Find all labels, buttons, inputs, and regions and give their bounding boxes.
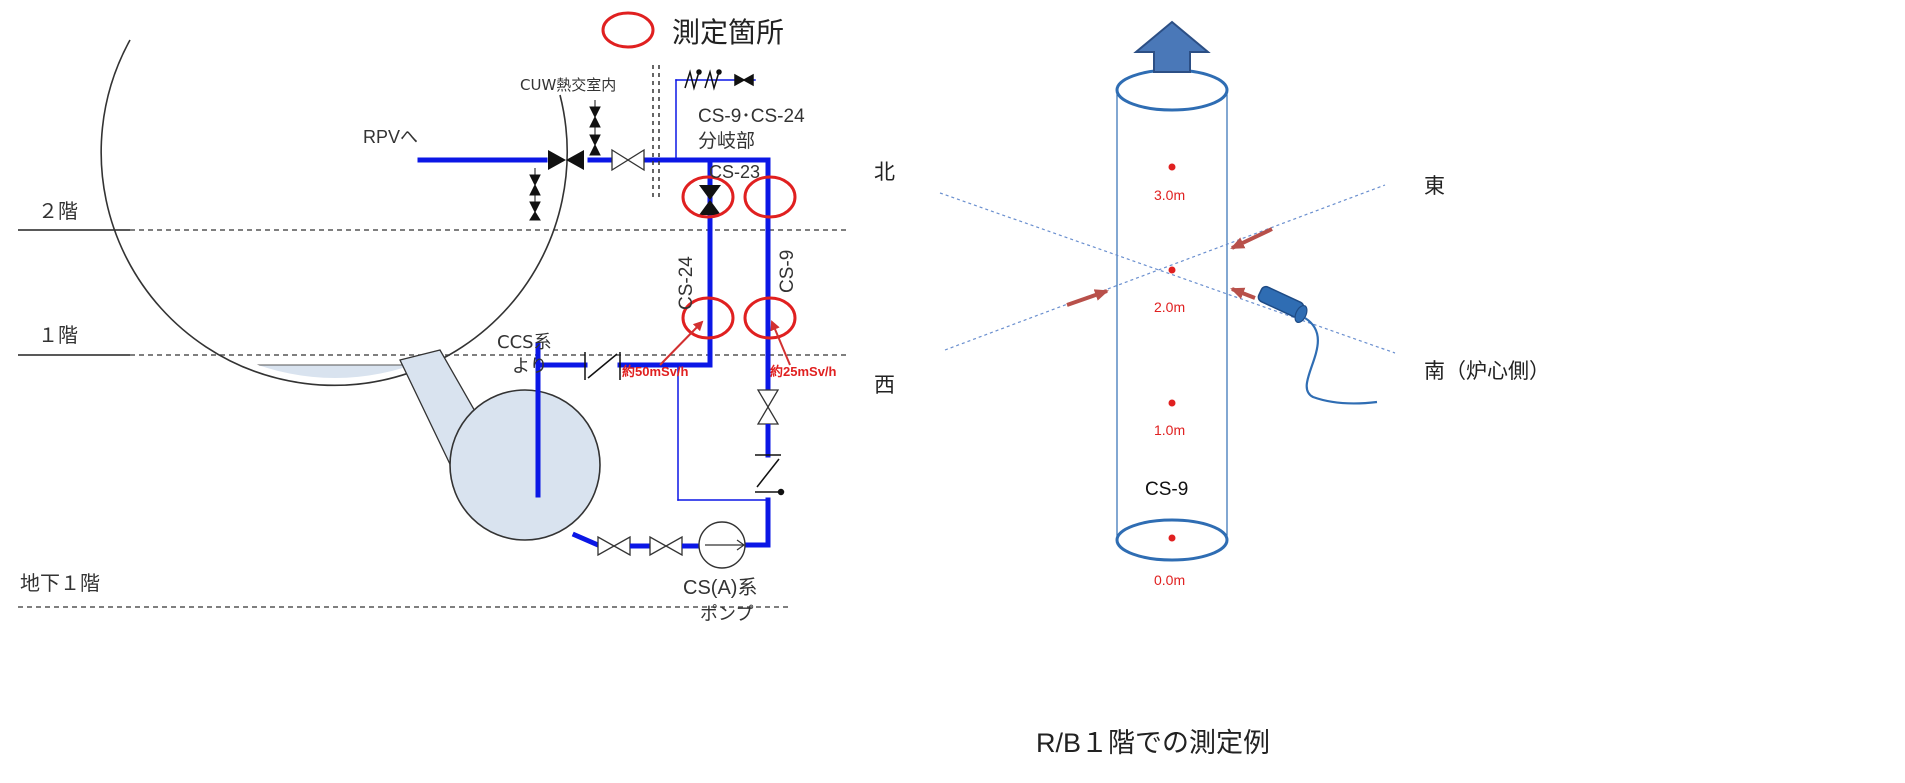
- point-0m: [1168, 534, 1176, 542]
- axis-west-east: [944, 184, 1386, 351]
- guide-arrow-west: [1066, 289, 1109, 307]
- suppression-tank: [449, 389, 601, 541]
- height-3m: 3.0m: [1154, 187, 1185, 203]
- marker-cs9-upper: [743, 175, 797, 219]
- direction-west: 西: [874, 373, 895, 397]
- check-valve-icon: [684, 69, 754, 91]
- detector-icon: [1257, 285, 1378, 405]
- legend-label: 測定箇所: [672, 16, 784, 49]
- guide-arrow-east: [1230, 227, 1273, 250]
- dose-cs24: 約50mSv/h: [622, 364, 689, 379]
- figure-caption: R/B１階での測定例: [1036, 728, 1270, 758]
- height-1m: 1.0m: [1154, 422, 1185, 438]
- gate-valve-icon: [548, 150, 584, 170]
- direction-north: 北: [874, 160, 895, 184]
- gate-valve-icon: [529, 168, 541, 221]
- point-3m: [1168, 163, 1176, 171]
- measurement-points: [1168, 163, 1176, 542]
- floor-lines: [18, 229, 850, 608]
- check-valve-icon: [755, 454, 785, 496]
- room-boundary: [652, 65, 660, 200]
- system-diagram: ２階 １階 地下１階: [18, 11, 895, 625]
- label-cs24: CS-24: [676, 256, 697, 310]
- measurement-example: 3.0m 2.0m 1.0m 0.0m CS-9 東 南（炉心側） R/B１階で…: [939, 20, 1550, 758]
- point-2m: [1168, 266, 1176, 274]
- check-valve-icon: [584, 352, 621, 380]
- height-0m: 0.0m: [1154, 572, 1185, 588]
- guide-arrow-south: [1230, 287, 1256, 300]
- label-branch-2: 分岐部: [698, 130, 755, 152]
- dose-cs9: 約25mSv/h: [770, 364, 837, 379]
- label-pump-1: CS(A)系: [683, 576, 757, 599]
- gate-valve-icon: [597, 535, 700, 557]
- floor-label-2f: ２階: [38, 199, 78, 223]
- dose-leader-cs24: [659, 320, 704, 366]
- label-pump-2: ポンプ: [700, 604, 753, 625]
- direction-east: 東: [1424, 174, 1445, 198]
- label-branch-1: CS-9･CS-24: [698, 106, 805, 127]
- gate-valve-icon: [611, 148, 645, 172]
- up-arrow-icon: [1133, 20, 1211, 73]
- label-cs23: CS-23: [709, 162, 760, 182]
- point-1m: [1168, 399, 1176, 407]
- axis-north-south: [939, 192, 1396, 354]
- marker-cs9-lower: [743, 296, 797, 340]
- marker-cs24-upper: [681, 175, 735, 219]
- label-ccs-2: より: [512, 356, 548, 377]
- label-cs9: CS-9: [777, 250, 798, 293]
- label-rpv: RPVへ: [363, 127, 418, 147]
- cylinder-bottom: [1115, 518, 1229, 562]
- floor-label-b1: 地下１階: [20, 571, 100, 595]
- gate-valve-icon: [756, 389, 780, 440]
- pipe-label: CS-9: [1145, 479, 1188, 500]
- measurement-markers: [681, 175, 797, 340]
- legend-marker: [601, 11, 655, 49]
- marker-cs24-lower: [681, 296, 735, 340]
- label-ccs-1: CCS系: [497, 332, 552, 353]
- pump-icon: [698, 521, 746, 569]
- height-2m: 2.0m: [1154, 299, 1185, 315]
- dose-leader-cs9: [770, 320, 791, 366]
- floor-label-1f: １階: [38, 323, 78, 347]
- direction-south: 南（炉心側）: [1424, 359, 1550, 383]
- reactor-vessel: [100, 39, 568, 387]
- gate-valve-icon: [699, 185, 721, 215]
- label-cuw: CUW熱交室内: [520, 76, 616, 94]
- cylinder-top: [1115, 68, 1229, 112]
- gate-valve-icon: [589, 100, 601, 156]
